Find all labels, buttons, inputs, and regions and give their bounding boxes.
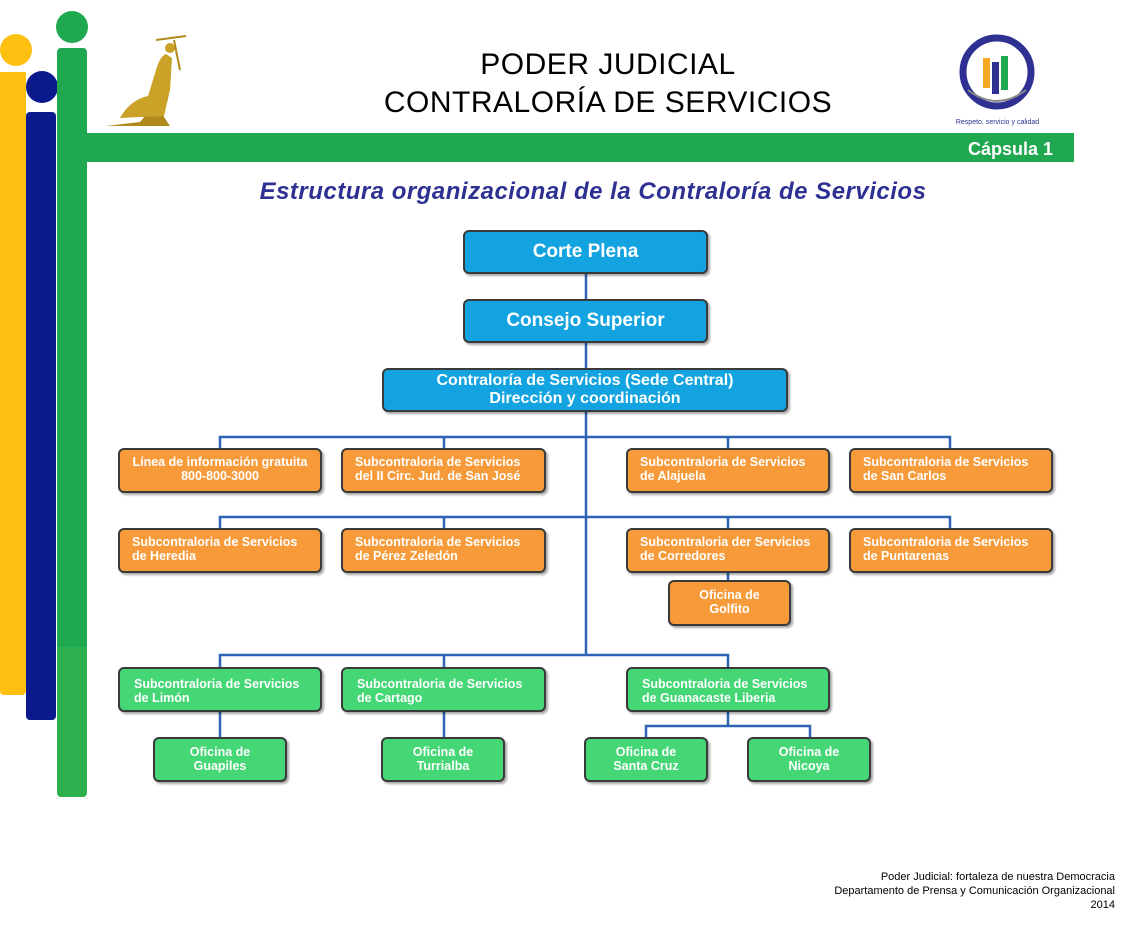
node-label: Subcontraloria de Servicios [355, 535, 521, 549]
node-label: Dirección y coordinación [489, 390, 681, 407]
node-label: Subcontraloria de Servicios [640, 455, 806, 469]
node-label: de Corredores [640, 549, 726, 564]
node-label: Subcontraloria der Servicios [640, 535, 811, 549]
yellow-dot [0, 34, 32, 66]
chart-subtitle: Estructura organizacional de la Contralo… [259, 178, 927, 205]
node-label: Golfito [709, 602, 750, 617]
footer: Poder Judicial: fortaleza de nuestra Dem… [834, 870, 1115, 912]
contraloria-logo: Respeto, servicio y calidad [950, 34, 1045, 126]
node-label: de Heredia [132, 549, 196, 564]
node-label: de San Carlos [863, 469, 947, 484]
node-label: Línea de información gratuita [132, 455, 308, 469]
logo-motto: Respeto, servicio y calidad [955, 119, 1040, 126]
node-label: de Cartago [357, 691, 423, 706]
node-label: de Limón [134, 691, 190, 706]
node-label: Turrialba [416, 759, 470, 774]
node-label: de Pérez Zeledón [355, 549, 458, 564]
capsula-badge: Cápsula 1 [967, 139, 1053, 159]
node-label: Nicoya [788, 759, 830, 774]
node-contraloria-central: Contraloría de Servicios (Sede Central) … [382, 368, 788, 412]
node-consejo-superior: Consejo Superior [463, 299, 708, 343]
node-label: Oficina de [412, 745, 474, 759]
node-label: Subcontraloria de Servicios [642, 677, 808, 691]
footer-line: Poder Judicial: fortaleza de nuestra Dem… [880, 871, 1115, 883]
node-label: Guapiles [193, 759, 247, 774]
node-label: Subcontraloria de Servicios [357, 677, 523, 691]
green-dot [56, 11, 88, 43]
node-label: Subcontraloria de Servicios [863, 455, 1029, 469]
navy-bar [26, 112, 56, 720]
node-label: de Guanacaste Liberia [642, 691, 776, 706]
green-bar [57, 48, 87, 797]
node-label: Subcontraloria de Servicios [134, 677, 300, 691]
header-band [87, 133, 1074, 162]
footer-year: 2014 [1090, 899, 1115, 911]
node-label: de Alajuela [640, 469, 706, 484]
navy-dot [26, 71, 58, 103]
node-label: Santa Cruz [613, 759, 679, 774]
node-corte-plena: Corte Plena [463, 230, 708, 274]
header-title-line1: PODER JUDICIAL [480, 48, 736, 81]
node-label: Oficina de [699, 588, 760, 602]
yellow-bar [0, 72, 26, 695]
justice-statue-logo [106, 35, 187, 126]
node-label: Subcontraloria de Servicios [863, 535, 1029, 549]
node-label: Oficina de [615, 745, 677, 759]
header-title-line2: CONTRALORÍA DE SERVICIOS [383, 86, 833, 119]
node-phone: 800-800-3000 [181, 469, 259, 484]
node-label: Subcontraloria de Servicios [132, 535, 298, 549]
row3-connector [218, 653, 730, 667]
node-label: del II Circ. Jud. de San José [355, 469, 521, 484]
node-label: Contraloría de Servicios (Sede Central) [436, 371, 734, 389]
footer-line: Departamento de Prensa y Comunicación Or… [834, 885, 1115, 897]
row2-connector [218, 515, 952, 528]
row1-connector [218, 435, 952, 448]
node-label: Corte Plena [532, 241, 639, 263]
node-label: Subcontraloria de Servicios [355, 455, 521, 469]
node-label: Consejo Superior [506, 310, 665, 332]
node-label: Oficina de [189, 745, 251, 759]
node-label: Oficina de [778, 745, 840, 759]
node-label: de Puntarenas [863, 549, 950, 564]
